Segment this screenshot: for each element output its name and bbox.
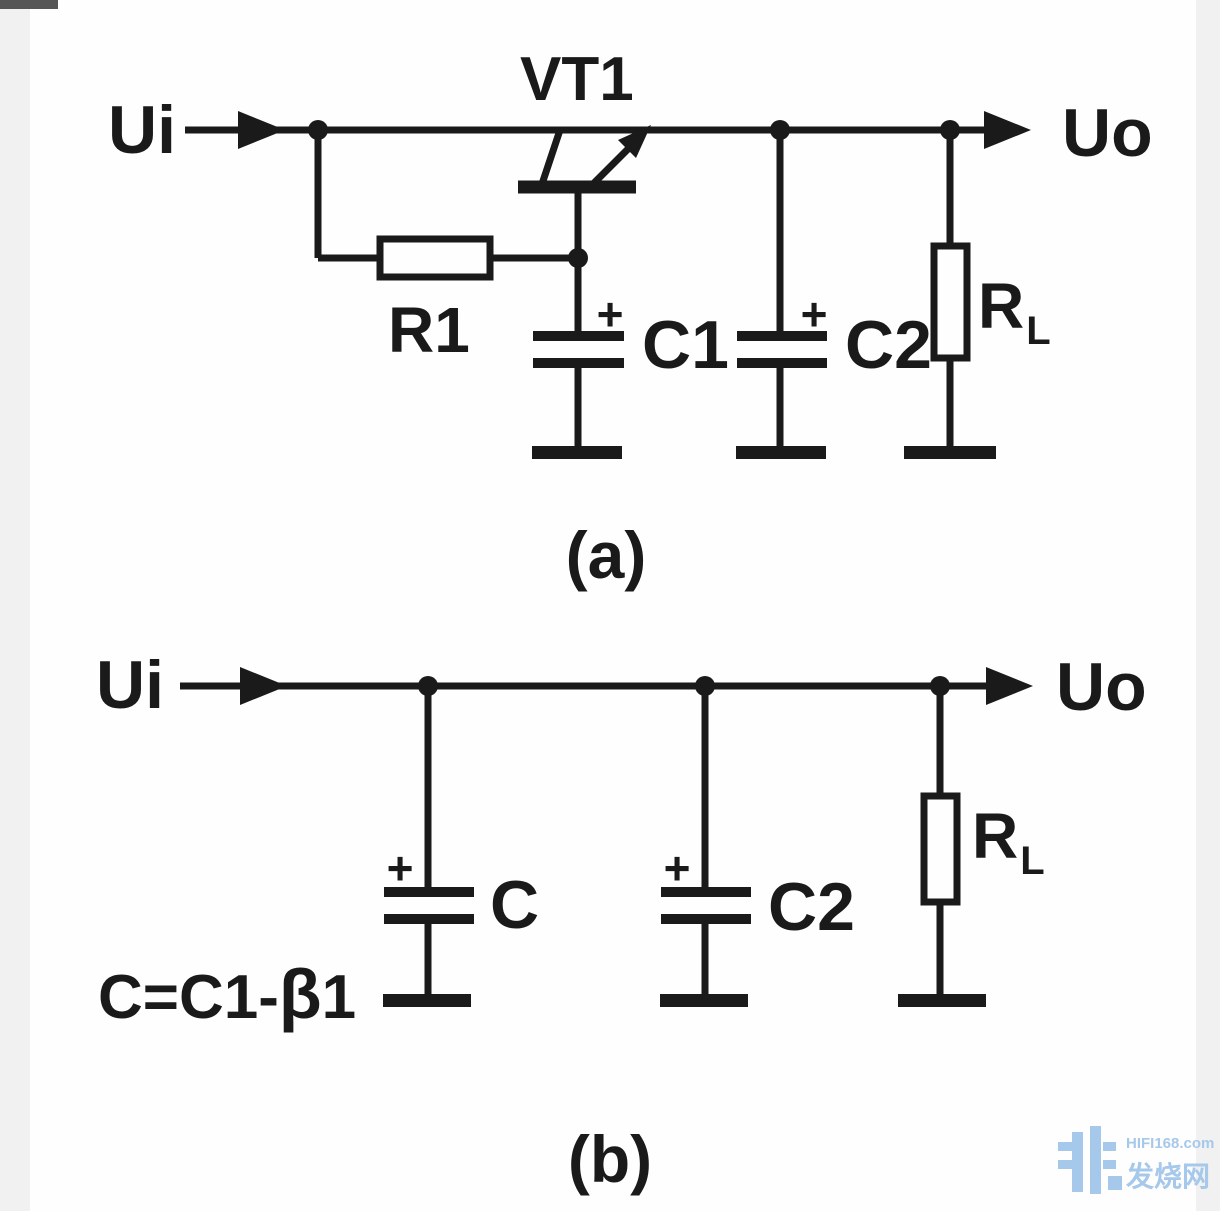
wire-network-b: [180, 682, 1000, 1000]
logo-tick: [1103, 1160, 1116, 1169]
junction-dot: [940, 120, 960, 140]
circuit-b: Ui Uo + C + C2 RL C=C1-β1 (b): [96, 647, 1147, 1196]
output-arrow-icon: [984, 111, 1031, 149]
page-edge-left: [0, 0, 30, 1211]
watermark-name: 发烧网: [1125, 1160, 1210, 1192]
input-arrow-icon: [240, 667, 287, 705]
resistor-r1-body: [376, 235, 494, 281]
logo-block: [1108, 1176, 1122, 1190]
junction-dot: [770, 120, 790, 140]
wire-network-a: [185, 126, 998, 450]
ground-symbol: [736, 446, 826, 459]
logo-tick: [1103, 1142, 1116, 1151]
transistor-label: VT1: [520, 45, 634, 114]
cap-c-label: C: [490, 867, 539, 943]
resistor-rl-body: [920, 792, 961, 906]
equivalence-formula: C=C1-β1: [98, 955, 356, 1033]
logo-tick: [1058, 1142, 1072, 1151]
load-label: RL: [978, 270, 1051, 353]
formula-beta: β: [279, 955, 322, 1033]
input-label: Ui: [108, 92, 176, 168]
output-label: Uo: [1056, 649, 1147, 725]
watermark-site: HIFI168.com: [1126, 1135, 1214, 1152]
capacitor-c2-plates: [737, 331, 827, 368]
scan-artifact: [0, 0, 58, 9]
resistor-rl-body: [930, 242, 971, 362]
capacitor-c-plates: [384, 887, 474, 924]
cap-c2-polarity: +: [664, 842, 691, 894]
junction-dot: [930, 676, 950, 696]
formula-post: 1: [322, 963, 356, 1032]
formula-pre: C=C1-: [98, 963, 279, 1032]
ground-symbol: [383, 994, 471, 1007]
caption-b: (b): [568, 1122, 652, 1196]
circuit-a: Ui VT1 R1 + C1 + C2 RL Uo (a): [108, 45, 1153, 592]
output-label: Uo: [1062, 95, 1153, 171]
junction-dot: [568, 248, 588, 268]
cap-c2-polarity: +: [801, 288, 828, 340]
junction-dot: [418, 676, 438, 696]
transistor-emitter-arrow-icon: [618, 125, 651, 158]
page-edge-right: [1196, 0, 1220, 1211]
ground-symbol: [532, 446, 622, 459]
input-label: Ui: [96, 647, 164, 723]
input-arrow-icon: [238, 111, 285, 149]
ground-symbol: [898, 994, 986, 1007]
cap-c2-label: C2: [768, 869, 855, 945]
load-label-subscript: L: [1026, 309, 1050, 353]
junction-dot: [695, 676, 715, 696]
hifi168-logo-icon: [1058, 1126, 1122, 1194]
caption-a: (a): [566, 518, 647, 592]
load-label-main: R: [978, 270, 1024, 342]
cap-c2-label: C2: [845, 307, 932, 383]
load-label-subscript: L: [1020, 839, 1044, 883]
junction-dot: [308, 120, 328, 140]
logo-bar: [1072, 1132, 1083, 1192]
capacitor-c2-plates: [661, 887, 751, 924]
ground-symbol: [660, 994, 748, 1007]
load-label: RL: [972, 800, 1045, 883]
logo-tick: [1058, 1160, 1072, 1169]
cap-c1-label: C1: [642, 307, 729, 383]
ground-symbol: [904, 446, 996, 459]
output-arrow-icon: [986, 667, 1033, 705]
logo-bar: [1090, 1126, 1101, 1194]
resistor-r1-label: R1: [388, 294, 470, 366]
cap-c1-polarity: +: [597, 288, 624, 340]
load-label-main: R: [972, 800, 1018, 872]
capacitor-c1-plates: [533, 331, 624, 368]
hifi168-watermark: HIFI168.com 发烧网: [1058, 1126, 1214, 1194]
cap-c-polarity: +: [387, 842, 414, 894]
